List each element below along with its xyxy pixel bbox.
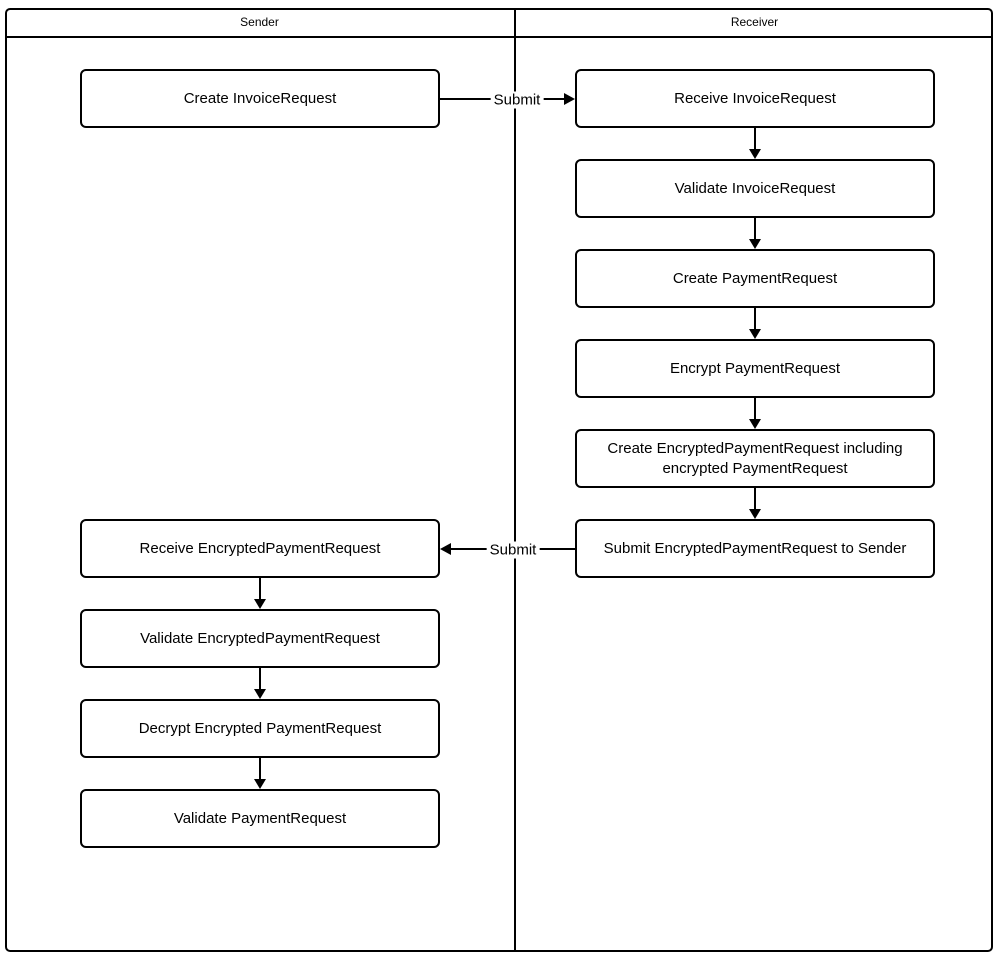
- node-create-invoicerequest: Create InvoiceRequest: [80, 69, 440, 128]
- edge-label-submit: Submit: [490, 91, 544, 109]
- flow-arrow: [749, 488, 761, 519]
- flow-arrow: [749, 308, 761, 339]
- arrow-shaft: [259, 668, 261, 690]
- arrow-down-icon: [749, 509, 761, 519]
- flow-arrow: [254, 578, 266, 609]
- lane-header-sender: Sender: [240, 15, 279, 29]
- node-decrypt-encrypted-paymentrequest: Decrypt Encrypted PaymentRequest: [80, 699, 440, 758]
- edge-label-submit: Submit: [486, 541, 540, 559]
- arrow-down-icon: [254, 779, 266, 789]
- flow-arrow: [254, 668, 266, 699]
- arrow-down-icon: [749, 329, 761, 339]
- lane-divider: [514, 8, 516, 952]
- arrow-down-icon: [749, 419, 761, 429]
- arrow-down-icon: [254, 599, 266, 609]
- arrow-shaft: [754, 488, 756, 510]
- node-validate-invoicerequest: Validate InvoiceRequest: [575, 159, 935, 218]
- flow-arrow: [749, 128, 761, 159]
- node-create-paymentrequest: Create PaymentRequest: [575, 249, 935, 308]
- arrow-shaft: [754, 218, 756, 240]
- node-submit-encryptedpaymentrequest: Submit EncryptedPaymentRequest to Sender: [575, 519, 935, 578]
- lane-header-receiver: Receiver: [730, 15, 779, 29]
- arrow-shaft: [754, 398, 756, 420]
- arrow-down-icon: [749, 149, 761, 159]
- node-encrypt-paymentrequest: Encrypt PaymentRequest: [575, 339, 935, 398]
- arrow-shaft: [259, 758, 261, 780]
- node-validate-paymentrequest: Validate PaymentRequest: [80, 789, 440, 848]
- arrow-right-icon: [564, 93, 575, 105]
- node-receive-invoicerequest: Receive InvoiceRequest: [575, 69, 935, 128]
- node-receive-encryptedpaymentrequest: Receive EncryptedPaymentRequest: [80, 519, 440, 578]
- flow-arrow: [749, 398, 761, 429]
- arrow-shaft: [754, 308, 756, 330]
- arrow-down-icon: [254, 689, 266, 699]
- node-create-encryptedpaymentrequest: Create EncryptedPaymentRequest including…: [575, 429, 935, 488]
- arrow-shaft: [259, 578, 261, 600]
- arrow-shaft: [754, 128, 756, 150]
- arrow-left-icon: [440, 543, 451, 555]
- flow-arrow: [254, 758, 266, 789]
- flow-arrow: [749, 218, 761, 249]
- lane-header-separator: [5, 36, 993, 38]
- arrow-down-icon: [749, 239, 761, 249]
- node-validate-encryptedpaymentrequest: Validate EncryptedPaymentRequest: [80, 609, 440, 668]
